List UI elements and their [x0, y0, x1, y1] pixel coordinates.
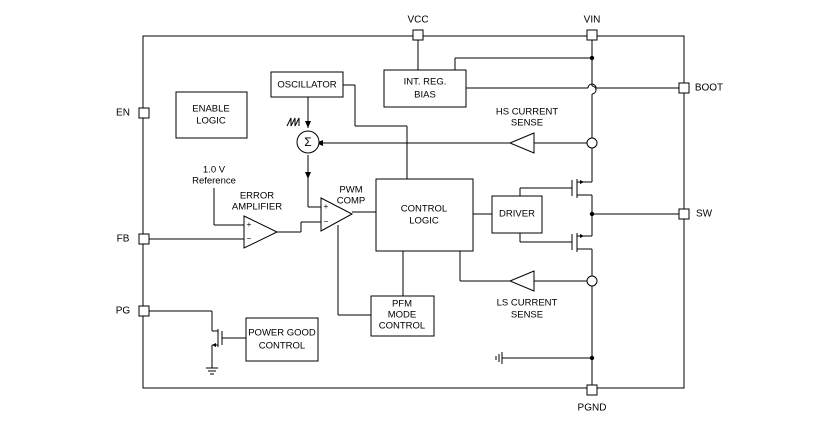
- pfm-line-2: MODE: [388, 310, 417, 321]
- int-reg-line-2: BIAS: [414, 90, 436, 101]
- pwm-comp-plus: +: [324, 202, 329, 211]
- pfm-mode-control-block: PFM MODE CONTROL: [370, 295, 435, 337]
- summing-junction: Σ: [296, 130, 320, 154]
- hs-current-sense-line-1: HS CURRENT: [496, 107, 558, 118]
- pins: VCC VIN BOOT EN FB PG SW PGND: [116, 15, 723, 414]
- driver-block: DRIVER: [491, 195, 543, 234]
- error-amplifier-line-1: ERROR: [240, 191, 274, 202]
- pin-boot-label: BOOT: [695, 83, 723, 94]
- ls-current-sense-line-1: LS CURRENT: [497, 298, 558, 309]
- arrowheads: [305, 121, 323, 179]
- pin-vin: [586, 29, 598, 41]
- control-logic-line-2: LOGIC: [409, 216, 439, 227]
- ls-current-sense-amplifier: [508, 270, 535, 292]
- reference-line-2: Reference: [192, 176, 236, 187]
- oscillator-block: OSCILLATOR: [270, 71, 344, 98]
- hs-current-sense-amplifier: [508, 132, 535, 154]
- pin-pgnd: [586, 384, 598, 396]
- ground-icon: [206, 367, 218, 375]
- pwm-comp-line-2: COMP: [337, 196, 366, 207]
- int-reg-line-1: INT. REG.: [404, 77, 447, 88]
- power-good-line-2: CONTROL: [259, 341, 305, 352]
- error-amp-minus: −: [247, 234, 252, 243]
- pfm-line-3: CONTROL: [379, 321, 425, 332]
- oscillator-label: OSCILLATOR: [277, 80, 336, 91]
- driver-label: DRIVER: [499, 209, 535, 220]
- ls-current-sense-line-2: SENSE: [511, 310, 543, 321]
- pin-boot: [678, 82, 690, 94]
- power-good-control-block: POWER GOOD CONTROL: [245, 317, 319, 362]
- sum-symbol: Σ: [304, 135, 311, 149]
- pin-fb: [138, 233, 150, 245]
- error-amp-plus: +: [247, 220, 252, 229]
- power-good-line-1: POWER GOOD: [248, 328, 316, 339]
- ramp-waveform-icon: [286, 117, 300, 127]
- error-amplifier-line-2: AMPLIFIER: [232, 202, 282, 213]
- pwm-comparator: + −: [320, 197, 354, 232]
- ground-icon-rotated: [495, 352, 503, 364]
- pin-pg-label: PG: [116, 306, 131, 317]
- error-amplifier: + −: [243, 215, 279, 249]
- pin-sw: [678, 208, 690, 220]
- junction-dots: [589, 55, 595, 361]
- control-logic-line-1: CONTROL: [401, 204, 447, 215]
- int-reg-bias-block: INT. REG. BIAS: [383, 69, 467, 108]
- pin-vcc-label: VCC: [407, 15, 428, 26]
- pfm-line-1: PFM: [392, 299, 412, 310]
- hs-current-sense-line-2: SENSE: [511, 118, 543, 129]
- pin-pgnd-label: PGND: [578, 403, 607, 414]
- control-logic-block: CONTROL LOGIC: [375, 178, 474, 252]
- pin-vin-label: VIN: [584, 15, 601, 26]
- pin-en-label: EN: [116, 108, 130, 119]
- ls-sense-circle: [586, 275, 598, 287]
- wiring: [149, 40, 679, 385]
- hs-sense-circle: [586, 137, 598, 149]
- pin-pg: [138, 305, 150, 317]
- enable-logic-line-1: ENABLE: [192, 104, 230, 115]
- pin-sw-label: SW: [696, 209, 713, 220]
- high-side-mosfet: [571, 179, 584, 198]
- pwm-comp-minus: −: [324, 217, 329, 226]
- reference-line-1: 1.0 V: [203, 165, 226, 176]
- pin-vcc: [412, 29, 424, 41]
- enable-logic-block: ENABLE LOGIC: [175, 91, 248, 139]
- enable-logic-line-2: LOGIC: [196, 116, 226, 127]
- pwm-comp-line-1: PWM: [339, 185, 362, 196]
- pin-en: [138, 107, 150, 119]
- power-good-mosfet: [212, 329, 223, 347]
- low-side-mosfet: [571, 233, 584, 252]
- pin-fb-label: FB: [117, 234, 130, 245]
